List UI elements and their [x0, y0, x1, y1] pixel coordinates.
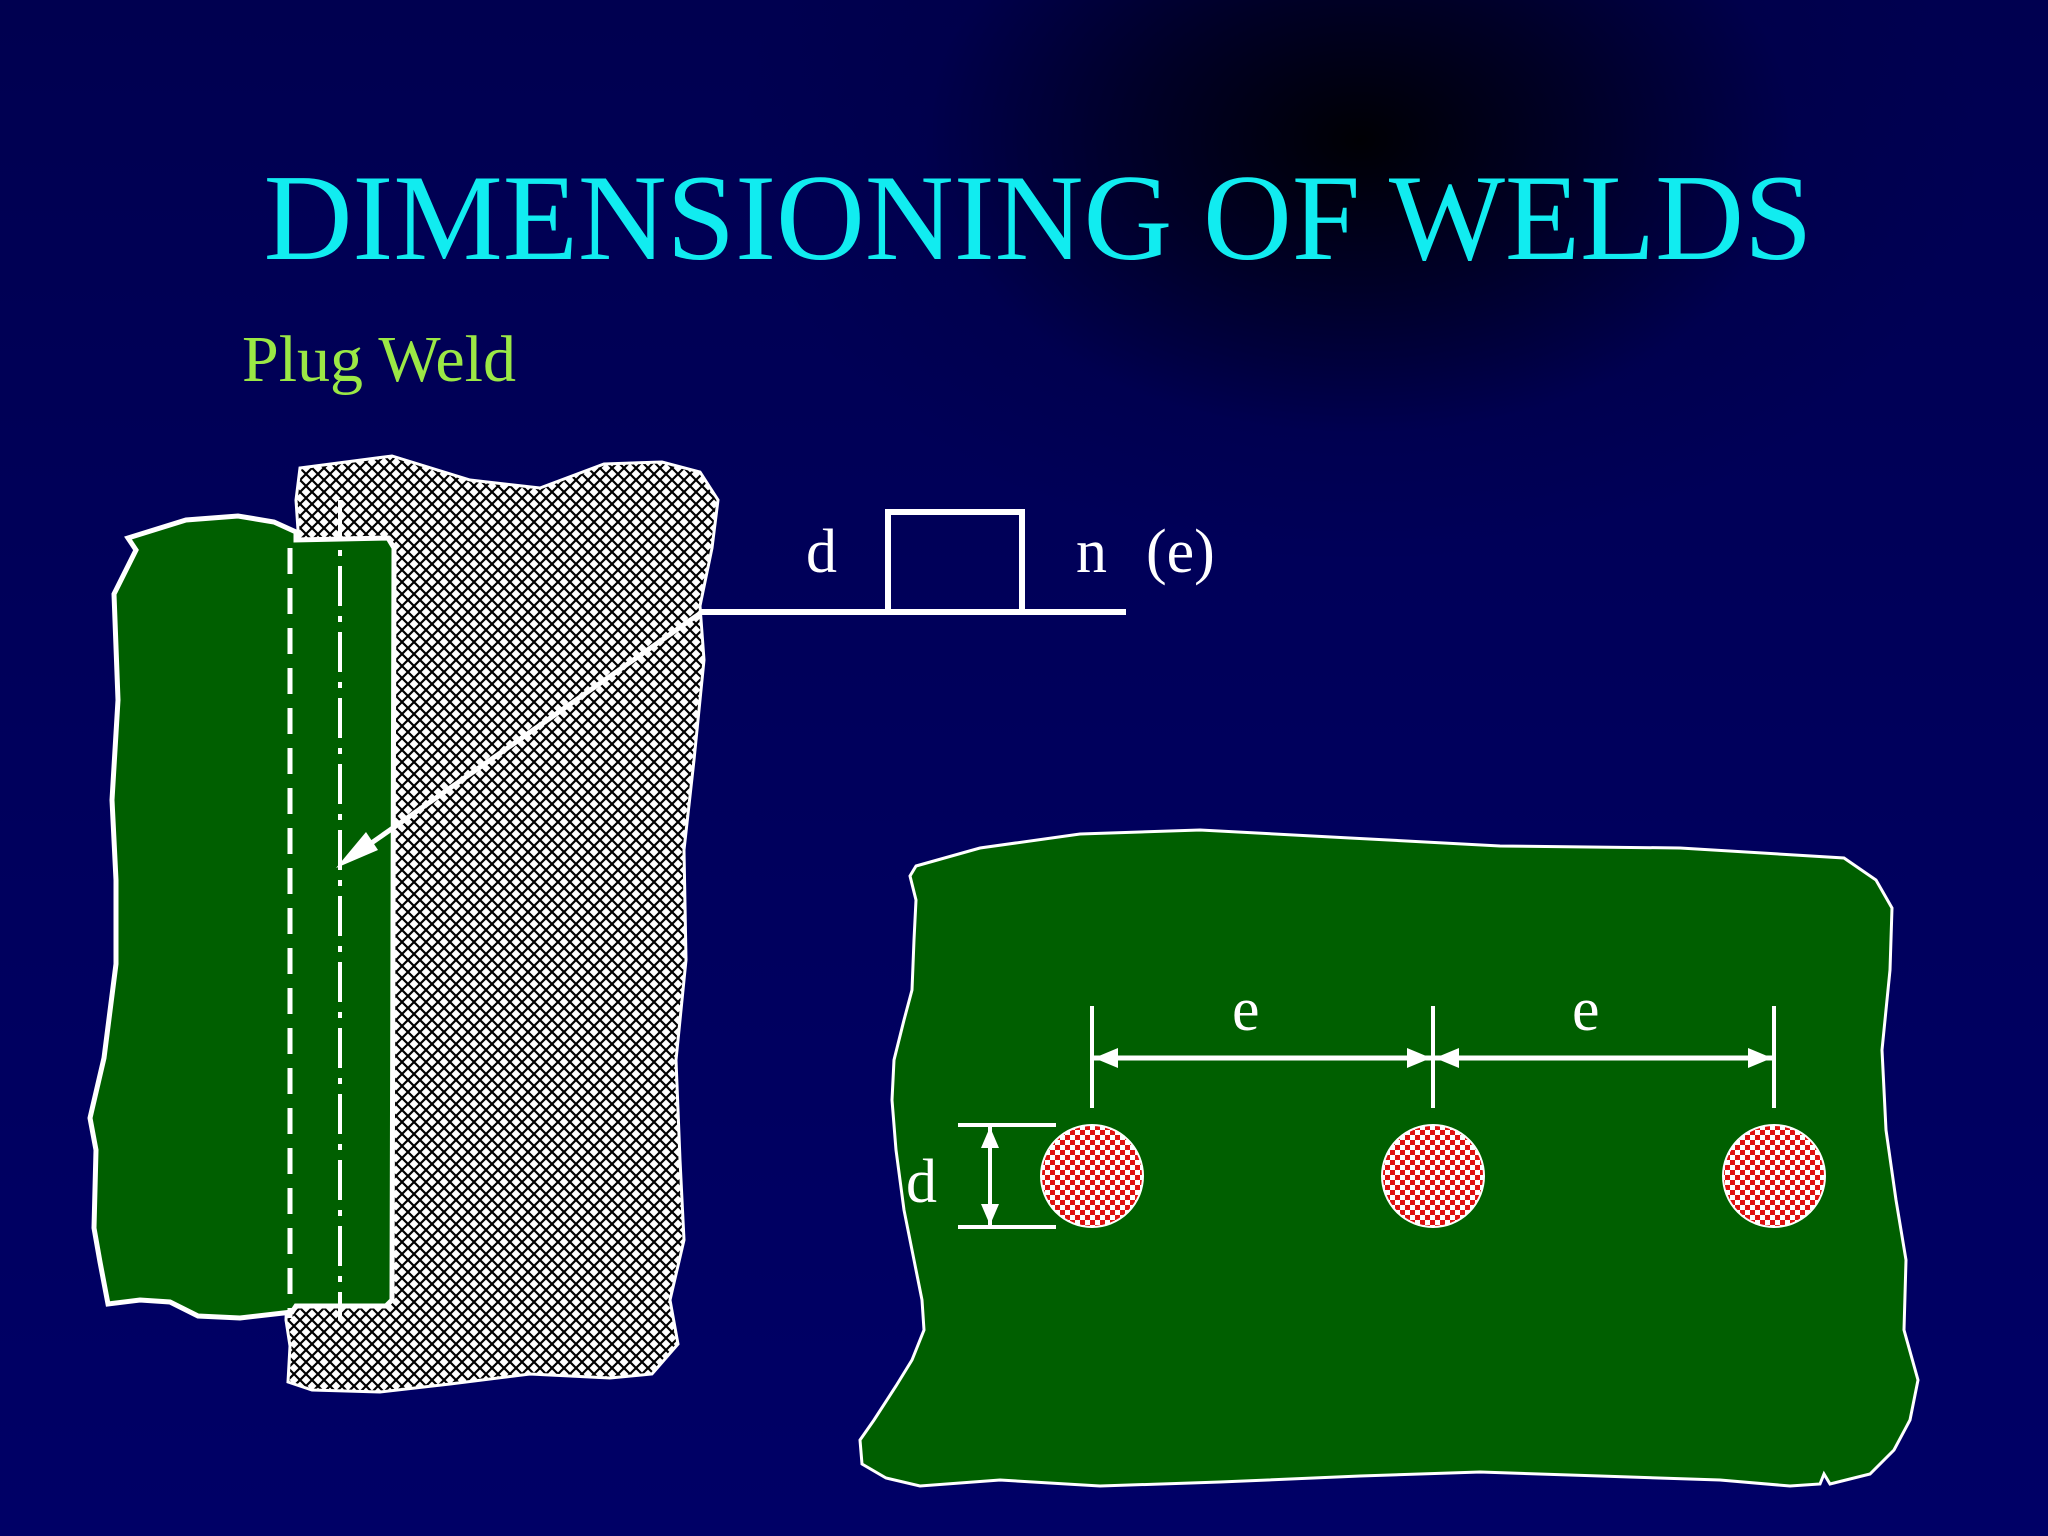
pitch-2-arrow-left [1435, 1048, 1459, 1068]
plug-weld-symbol [885, 509, 1025, 612]
diameter-arrow-top [981, 1127, 999, 1148]
vertical-plate [87, 513, 397, 1321]
weld-spot-3 [1722, 1124, 1826, 1228]
diameter-arrow-bottom [981, 1204, 999, 1225]
slide-subtitle: Plug Weld [242, 323, 516, 396]
symbol-count-label: n [1076, 518, 1107, 586]
slide-title: DIMENSIONING OF WELDS [263, 149, 1813, 286]
arrow-leader-line [348, 609, 704, 861]
pitch-1-arrow-left [1094, 1048, 1118, 1068]
pitch-1-arrow-right [1407, 1048, 1431, 1068]
diameter-label: d [906, 1148, 937, 1216]
pitch-label-1: e [1232, 976, 1260, 1044]
pitch-label-2: e [1572, 976, 1600, 1044]
weld-spot-2 [1381, 1124, 1485, 1228]
weld-spot-1 [1040, 1124, 1144, 1228]
arrow-head [336, 832, 378, 868]
symbol-pitch-label: (e) [1146, 518, 1215, 586]
symbol-diameter-label: d [806, 518, 837, 586]
pitch-2-arrow-right [1748, 1048, 1772, 1068]
